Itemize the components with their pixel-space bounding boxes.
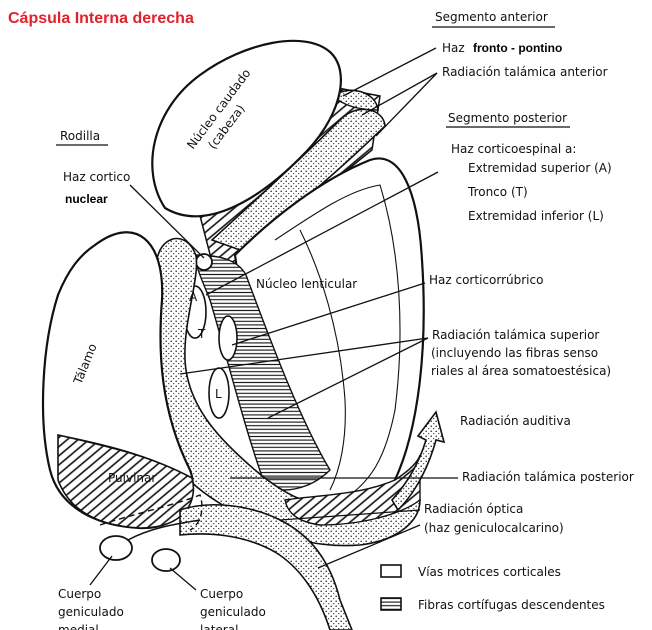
cuerpo-lateral-label-1: Cuerpo bbox=[200, 587, 243, 601]
segmento-anterior-label: Segmento anterior bbox=[435, 10, 548, 24]
corticonuclear-tract bbox=[195, 253, 213, 271]
posterior-fiber-bundle bbox=[99, 494, 203, 531]
haz-cortico-label: Haz cortico bbox=[63, 170, 130, 184]
leader-cuerpo-lateral bbox=[169, 567, 197, 591]
extremidad-superior-label: Extremidad superior (A) bbox=[468, 161, 612, 175]
caudate-nucleus-head bbox=[151, 39, 342, 218]
cuerpo-lateral-label-2: geniculado bbox=[200, 605, 266, 619]
leader-cuerpo-medial bbox=[89, 555, 113, 586]
radiacion-optica-label-2: (haz geniculocalcarino) bbox=[424, 521, 564, 535]
haz-corticoespinal-label: Haz corticoespinal a: bbox=[451, 142, 576, 156]
cuerpo-medial-label-3: medial bbox=[58, 623, 99, 630]
auditory-radiation-arrow bbox=[391, 410, 446, 512]
radiacion-talamica-posterior-label: Radiación talámica posterior bbox=[462, 470, 634, 484]
haz-corticorrubrico-label: Haz corticorrúbrico bbox=[429, 273, 543, 287]
cuerpo-lateral-label-3: lateral bbox=[200, 623, 238, 630]
leader-rad-superior-1 bbox=[179, 337, 429, 375]
incluyendo-line-2: riales al área somatoestésica) bbox=[431, 364, 611, 378]
pulvinar-top-edge bbox=[57, 434, 193, 479]
geniculate-connector bbox=[127, 519, 201, 541]
leader-rad-optica bbox=[279, 509, 421, 521]
pulvinar-label: Pulvinar bbox=[108, 471, 156, 485]
lentiform-label: Núcleo lenticular bbox=[256, 277, 357, 291]
letter-l: L bbox=[215, 387, 222, 401]
leader-rad-anterior-2 bbox=[375, 72, 438, 137]
segmento-posterior-label: Segmento posterior bbox=[448, 111, 567, 125]
radiacion-talamica-anterior-label: Radiación talámica anterior bbox=[442, 65, 608, 79]
legend-fibras-cortifugas: Fibras cortífugas descendentes bbox=[418, 598, 605, 612]
optic-radiation bbox=[179, 504, 353, 630]
incluyendo-line-1: (incluyendo las fibras senso bbox=[431, 346, 598, 360]
leader-legend-optic bbox=[317, 524, 421, 569]
leader-rad-anterior-1 bbox=[361, 72, 438, 116]
extremidad-inferior-label: Extremidad inferior (L) bbox=[468, 209, 604, 223]
fronto-pontino-label: fronto - pontino bbox=[473, 41, 562, 55]
leader-rad-superior-2 bbox=[267, 337, 429, 419]
leader-fronto-pontino bbox=[342, 47, 437, 97]
legend-swatch-cortifugas bbox=[380, 597, 402, 611]
lateral-geniculate-body bbox=[151, 548, 181, 572]
lentiform-lamina-inner bbox=[299, 229, 346, 491]
posterior-limb-hatch bbox=[194, 254, 331, 491]
corticospinal-oval-t bbox=[218, 315, 238, 361]
legend-swatch-motor bbox=[380, 564, 402, 578]
medial-geniculate-body bbox=[99, 535, 133, 561]
nuclear-label: nuclear bbox=[65, 192, 108, 206]
leader-cortico-nuclear bbox=[129, 184, 205, 259]
tronco-label: Tronco (T) bbox=[467, 185, 528, 199]
leader-corticoespinal bbox=[205, 171, 439, 296]
leader-corticorrubrico bbox=[231, 282, 426, 346]
haz-prefix: Haz bbox=[442, 41, 465, 55]
letter-a: A bbox=[189, 290, 198, 304]
cuerpo-medial-label-2: geniculado bbox=[58, 605, 124, 619]
cuerpo-medial-label-1: Cuerpo bbox=[58, 587, 101, 601]
radiacion-talamica-superior-label: Radiación talámica superior bbox=[432, 328, 599, 342]
legend-vias-motrices: Vías motrices corticales bbox=[418, 565, 561, 579]
radiacion-auditiva-label: Radiación auditiva bbox=[460, 414, 571, 428]
diagram-title: Cápsula Interna derecha bbox=[8, 10, 194, 27]
rodilla-label: Rodilla bbox=[60, 129, 100, 143]
letter-t: T bbox=[197, 327, 206, 341]
radiacion-optica-label-1: Radiación óptica bbox=[424, 502, 523, 516]
